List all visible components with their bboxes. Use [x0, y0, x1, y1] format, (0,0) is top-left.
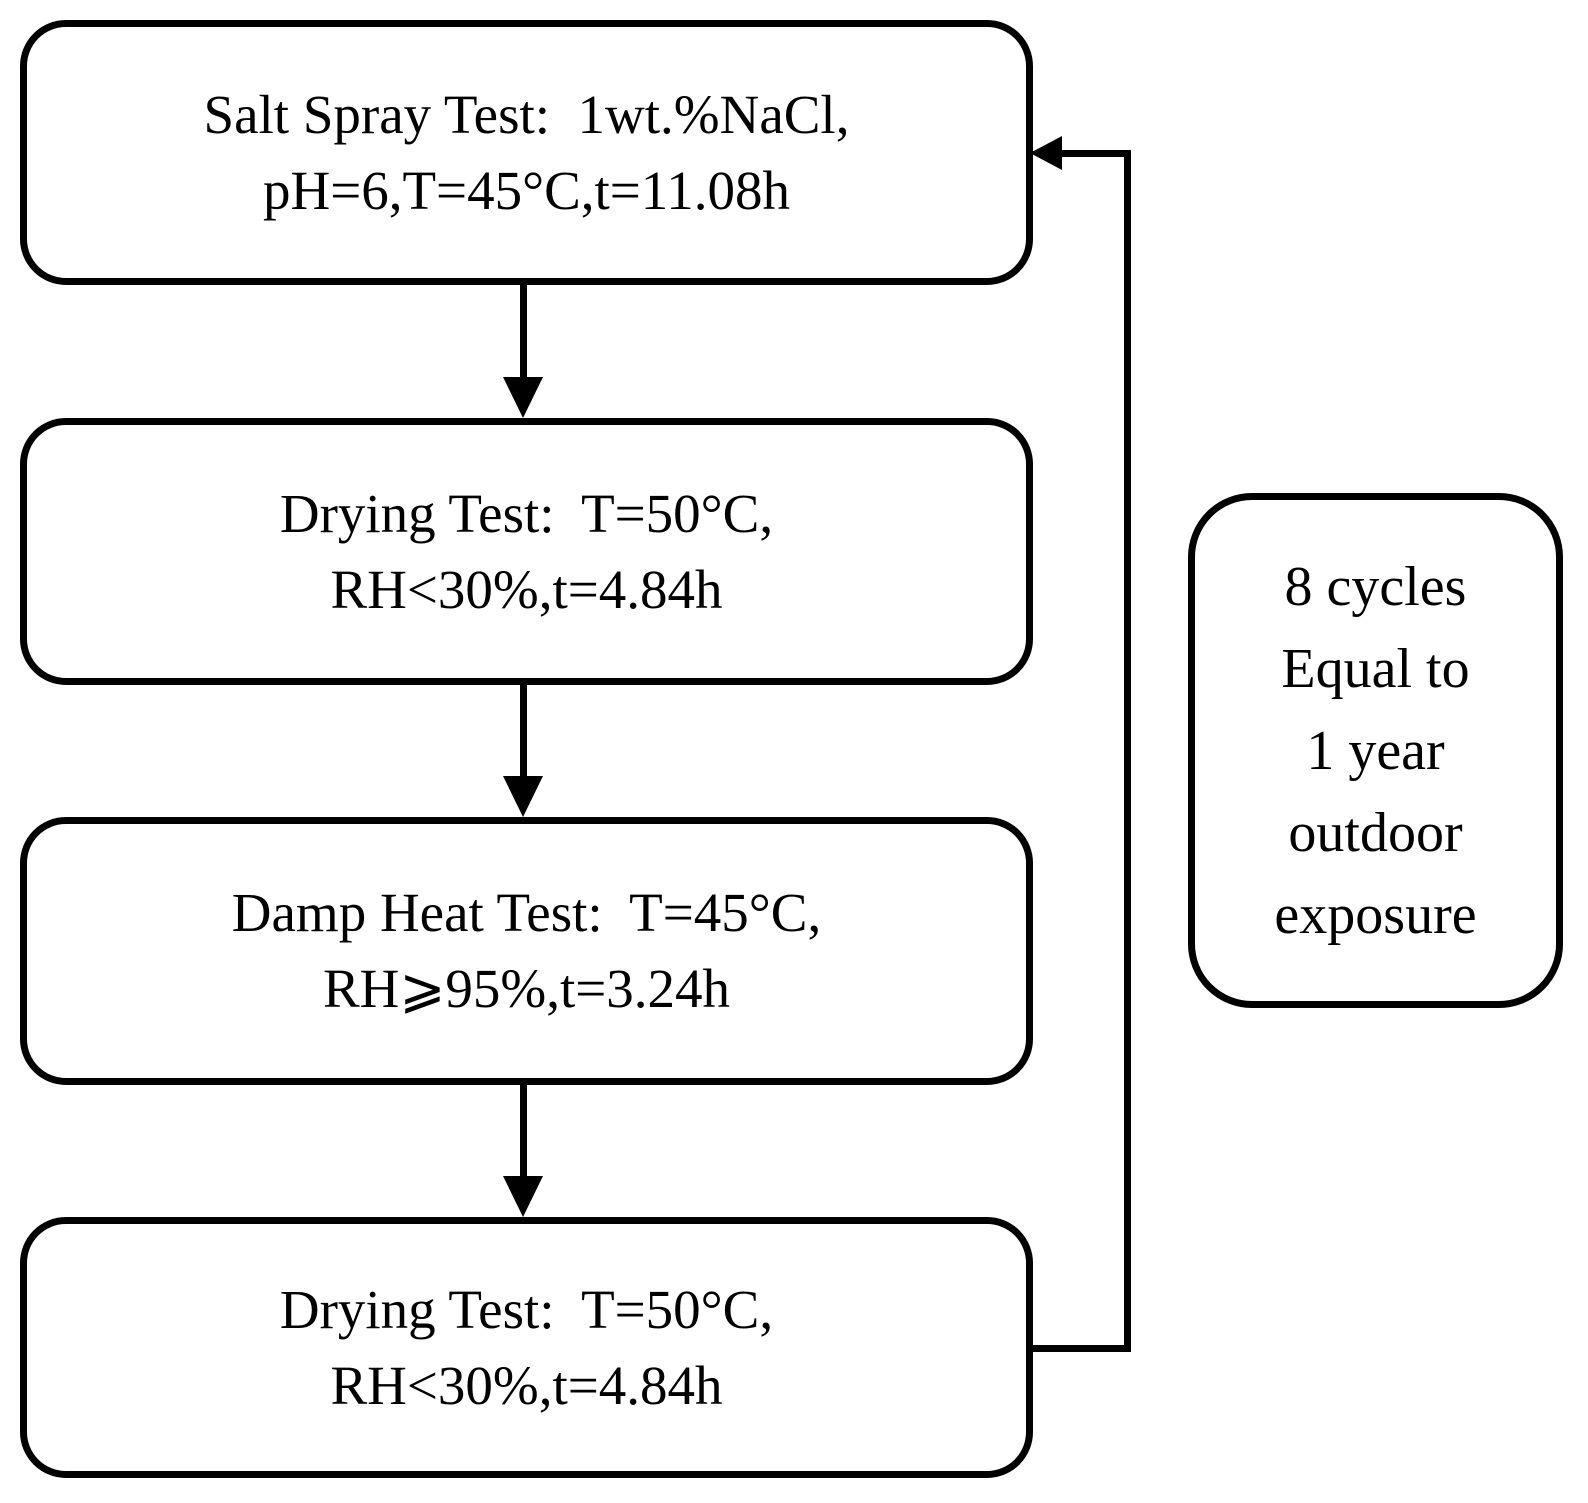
flow-box-text-line: Drying Test: T=50°C, — [279, 1278, 774, 1340]
flow-box-text-line: pH=6,T=45°C,t=11.08h — [262, 159, 791, 221]
flow-box-text-line: RH<30%,t=4.84h — [330, 1354, 723, 1416]
cycle-note-line: 1 year — [1306, 719, 1445, 782]
flow-box-text-line: RH⩾95%,t=3.24h — [322, 958, 731, 1019]
loop-arrow-vertical-segment — [1124, 150, 1131, 1352]
loop-arrow-bottom-segment — [1028, 1345, 1131, 1352]
flow-box-text-line: Damp Heat Test: T=45°C, — [231, 882, 822, 943]
flow-box-damp-heat-test: Damp Heat Test: T=45°C, RH⩾95%,t=3.24h — [20, 817, 1033, 1085]
left-arrow-head-icon — [1030, 136, 1062, 170]
flow-box-salt-spray-test: Salt Spray Test: 1wt.%NaCl, pH=6,T=45°C,… — [20, 20, 1033, 285]
cycle-note-line: 8 cycles — [1284, 555, 1467, 618]
down-arrow-stem — [520, 683, 527, 780]
down-arrow-head-icon — [503, 377, 543, 418]
down-arrow-stem — [520, 283, 527, 381]
loop-arrow-top-segment — [1060, 150, 1131, 157]
flow-box-drying-test-1: Drying Test: T=50°C, RH<30%,t=4.84h — [20, 418, 1033, 685]
flow-box-drying-test-2: Drying Test: T=50°C, RH<30%,t=4.84h — [20, 1217, 1033, 1478]
down-arrow-head-icon — [503, 1176, 543, 1217]
cycle-note-line: Equal to — [1281, 637, 1470, 700]
flow-box-text-line: Salt Spray Test: 1wt.%NaCl, — [203, 83, 850, 145]
down-arrow-head-icon — [503, 776, 543, 817]
flow-box-text-line: Drying Test: T=50°C, — [279, 482, 774, 544]
down-arrow-stem — [520, 1083, 527, 1180]
cycle-note-line: exposure — [1274, 883, 1477, 946]
cycle-note-box: 8 cycles Equal to 1 year outdoor exposur… — [1188, 493, 1563, 1008]
flow-box-text-line: RH<30%,t=4.84h — [330, 558, 723, 620]
cycle-note-line: outdoor — [1288, 801, 1463, 864]
